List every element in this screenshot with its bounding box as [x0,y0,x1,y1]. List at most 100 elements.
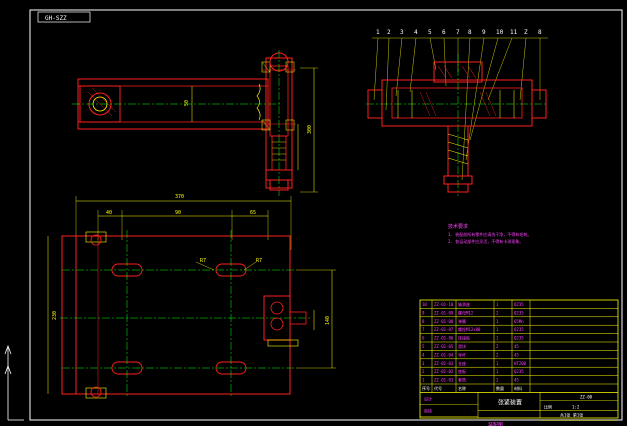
bom-cell: 4 [422,352,425,357]
balloon-label: 3 [400,29,404,36]
plan-dim-r2: R7 [256,258,262,264]
bom-cell: 5 [422,344,425,349]
top-dim-right: 300 [307,125,313,134]
plan-dim-overall: 370 [175,194,184,200]
top-dim-height: 50 [184,100,190,106]
bom-cell: ZZ-01-05 [434,344,454,349]
notes-title: 技术要求 [448,223,468,230]
balloon-label: 8 [538,29,542,36]
balloon-label: 11 [510,29,518,36]
bom-cell: 螺栓M12x80 [458,326,481,332]
bom-cell: 滑块 [458,343,466,349]
bom-cell: 支座 [458,360,466,366]
code-box [37,11,91,23]
bom-cell: HT200 [514,361,527,366]
bom-cell: 1 [496,327,499,332]
title-scale-label: 比例 [544,403,552,409]
bom-cell: ZZ-01-04 [434,352,454,357]
bom-cell: 2 [496,344,499,349]
plan-dim-r1: R7 [200,258,206,264]
bom-cell: Q235 [514,302,524,307]
bom-cell: Q235 [514,369,524,374]
balloon-label: 7 [456,29,460,36]
plan-dim-mid: 90 [175,210,181,216]
bom-cell: 1 [496,369,499,374]
bom-header-cell: 名称 [458,385,466,391]
bom-cell: 1 [496,302,499,307]
bom-header-cell: 代号 [434,385,442,391]
bom-cell: 连接板 [458,335,470,341]
bom-header-cell: 数量 [496,385,504,391]
bom-cell: 2 [496,310,499,315]
title-checker: 审核 [424,407,432,413]
title-part-name: 张紧装置 [498,398,522,406]
tech-notes: 技术要求 1. 装配前所有零件应清洗干净，不得有毛刺。 2. 各运动部件应灵活，… [448,223,531,244]
balloon-label: 5 [428,29,432,36]
balloon-label: 10 [496,29,504,36]
bom-cell: 1 [496,336,499,341]
bom-cell: ZZ-01-06 [434,336,454,341]
balloon-label: 2 [387,29,391,36]
title-sheet: 共1张 第1张 [560,411,583,417]
plan-dim-left: 40 [106,210,112,216]
bom-cell: ZZ-01-10 [434,302,454,307]
notes-line-1: 1. 装配前所有零件应清洗干净，不得有毛刺。 [448,231,531,237]
bom-cell: 螺母M12 [458,309,474,315]
title-drawing-no: ZZ-00 [580,394,593,399]
bom-cell: 轴承座 [458,301,470,307]
balloon-label: 9 [482,29,486,36]
bom-cell: Q235 [514,310,524,315]
title-designer: 设计 [424,395,432,401]
title-assembly-label: 装配图 [488,421,503,426]
bom-cell: 导杆 [458,351,466,357]
bom-cell: 1 [496,319,499,324]
plan-dim-height-right: 140 [325,316,331,325]
notes-line-2: 2. 各运动部件应灵活，不得有卡滞现象。 [448,238,523,244]
bom-cell: ZZ-01-07 [434,327,454,332]
bom-cell: 65Mn [514,319,524,324]
bom-cell: Q235 [514,336,524,341]
bom-cell: 弹簧 [458,318,466,324]
bom-cell: 9 [422,310,425,315]
bom-cell: ZZ-01-01 [434,378,454,383]
bom-cell: 8 [422,319,425,324]
bom-header-cell: 材料 [514,385,522,391]
drawing-frame [29,9,623,421]
balloon-label: Z [524,29,528,36]
bom-cell: 3 [422,361,425,366]
code-box-text: GH-SZZ [45,15,67,22]
bom-cell: 45 [514,344,519,349]
top-view: 50 300 [72,50,318,196]
bom-cell: 45 [514,378,519,383]
bom-cell: 底板 [458,368,466,374]
bom-cell: ZZ-01-09 [434,310,454,315]
balloon-label: 6 [442,29,446,36]
bom-cell: 2 [496,378,499,383]
title-scale-value: 1:2 [572,404,580,409]
balloon-label: 1 [376,29,380,36]
bom-cell: Q235 [514,327,524,332]
bom-cell: 2 [496,352,499,357]
bom-cell: 套筒 [458,377,466,383]
bom-header-cell: 序号 [422,385,430,391]
bom-cell: 10 [422,302,427,307]
ucs-icon [4,344,24,421]
bom-cell: 45 [514,352,519,357]
bom-cell: 7 [422,327,425,332]
balloon-label: 8 [468,29,472,36]
bom-cell: 1 [422,378,425,383]
bom-cell: ZZ-01-02 [434,369,454,374]
bom-cell: 2 [422,369,425,374]
bom-cell: 1 [496,361,499,366]
plan-dim-height-left: 230 [52,311,58,320]
bom-cell: 6 [422,336,425,341]
balloon-label: 4 [414,29,418,36]
plan-view: 370 40 90 65 R7 R7 [47,194,336,399]
bom-cell: ZZ-01-08 [434,319,454,324]
plan-dim-right: 65 [250,210,256,216]
